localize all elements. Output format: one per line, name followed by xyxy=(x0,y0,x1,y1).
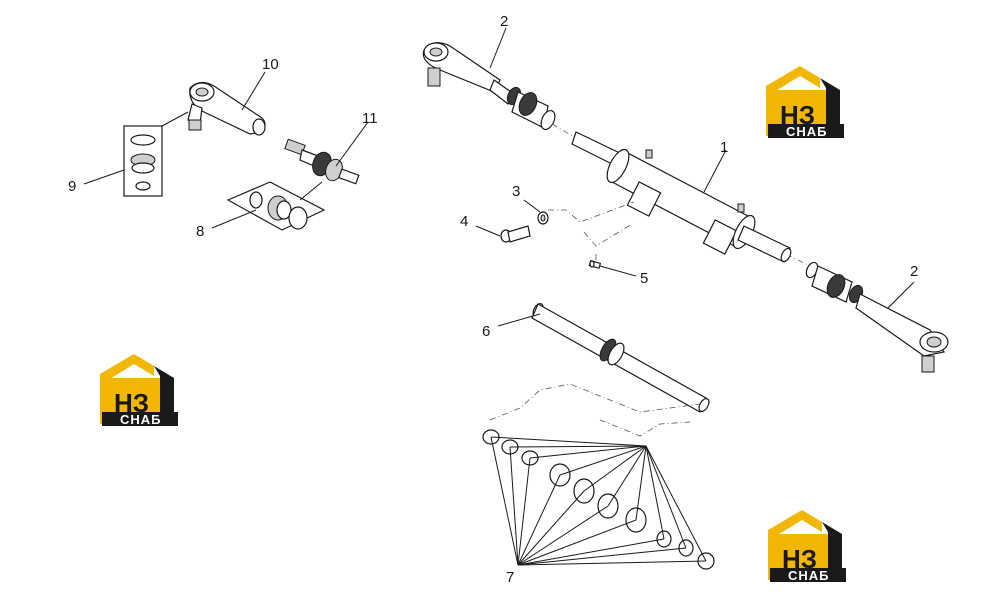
callout-2-lower: 2 xyxy=(910,263,918,280)
logo-shadow xyxy=(820,78,840,138)
washer-3 xyxy=(537,211,549,225)
logo-roof xyxy=(766,66,820,136)
callout-6: 6 xyxy=(482,323,490,340)
logo-bar xyxy=(770,568,846,582)
seal-kit-7-leaders xyxy=(490,436,707,566)
callout-8: 8 xyxy=(196,223,204,240)
callout-2-upper: 2 xyxy=(500,13,508,30)
logo-shadow xyxy=(154,366,174,426)
callout-9: 9 xyxy=(68,178,76,195)
brand-logo-top-right: НЗ СНАБ xyxy=(766,66,844,139)
tie-rod-upper xyxy=(422,42,556,131)
callout-3: 3 xyxy=(512,183,520,200)
inner-tie-rod-11 xyxy=(284,138,360,185)
callout-11: 11 xyxy=(362,110,378,127)
brand-logo-bottom-right: НЗ СНАБ xyxy=(768,510,846,583)
bolt-4 xyxy=(500,225,531,243)
tie-rod-end-left xyxy=(187,81,266,136)
boot-kit-9 xyxy=(123,125,163,197)
brand-logo-left: НЗ СНАБ xyxy=(100,354,178,427)
steering-cylinder-1 xyxy=(571,131,792,263)
logo-bar xyxy=(768,124,844,138)
callout-4: 4 xyxy=(460,213,468,230)
tie-rod-lower xyxy=(805,261,949,373)
logo-word: СНАБ xyxy=(786,124,828,139)
callout-7: 7 xyxy=(506,569,514,586)
callout-5: 5 xyxy=(640,270,648,287)
piston-rod-6 xyxy=(531,303,710,413)
seal-kit-8 xyxy=(226,181,326,231)
callout-10: 10 xyxy=(262,56,279,73)
logo-roof xyxy=(768,510,822,580)
callout-1: 1 xyxy=(720,139,728,156)
logo-word: СНАБ xyxy=(788,568,830,583)
logo-roof xyxy=(100,354,154,424)
logo-shadow xyxy=(822,522,842,582)
logo-bar xyxy=(102,412,178,426)
logo-word: СНАБ xyxy=(120,412,162,427)
grease-fitting-5 xyxy=(588,260,602,269)
